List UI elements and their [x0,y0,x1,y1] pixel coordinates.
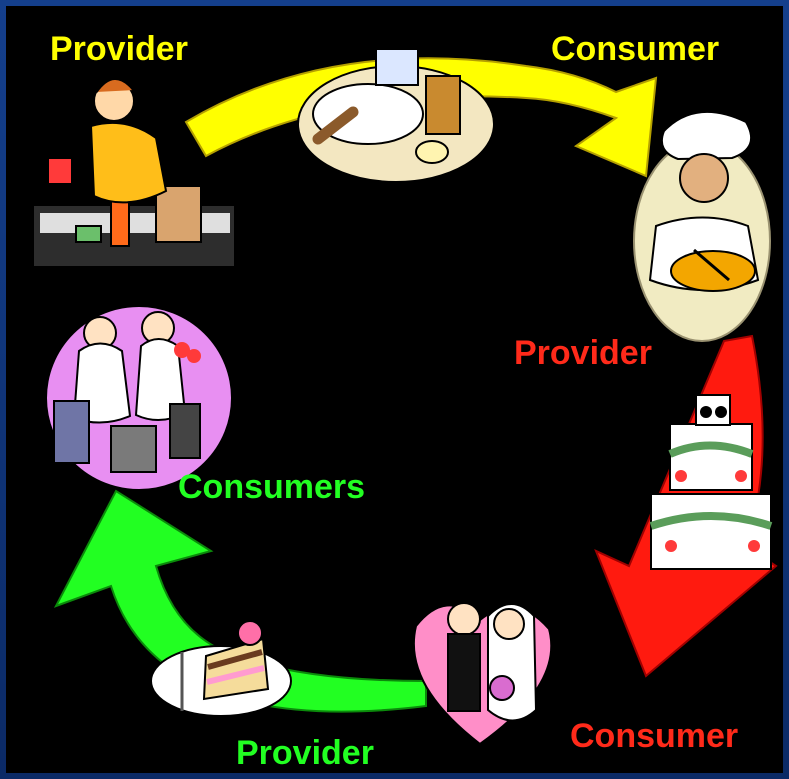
cake-slice-illustration [150,620,292,717]
provider-label-bottom: Provider [236,734,374,772]
diagram-panel: Provider Consumer Provider Consumer Prov… [6,6,783,773]
bride-groom-illustration [412,602,553,746]
consumers-label-middle-left: Consumers [178,468,366,506]
party-consumers-illustration [45,305,233,491]
provider-label-middle-right: Provider [514,334,652,372]
consumer-label-top-right: Consumer [551,30,720,68]
consumer-label-bottom-right: Consumer [570,717,739,755]
ingredients-illustration [297,48,495,183]
chef-illustration [633,110,771,342]
cycle-diagram [34,48,778,746]
wedding-cake-illustration [649,394,773,570]
provider-shopkeeper-illustration [34,77,234,266]
provider-label-top-left: Provider [50,30,188,68]
